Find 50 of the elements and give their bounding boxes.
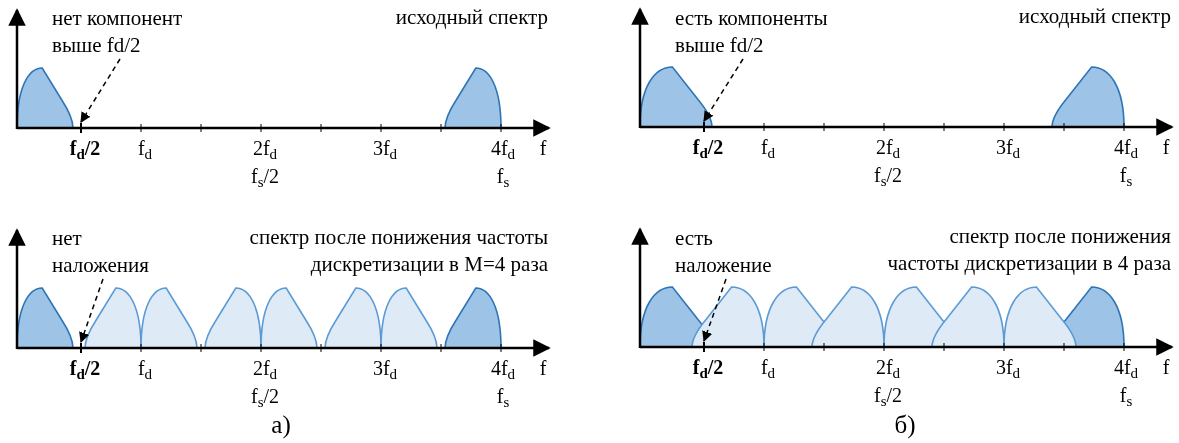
annotation-text: есть наложение [675, 225, 785, 279]
tick-label: 2f$_{d}$ [252, 356, 278, 383]
spectrum-caption: спектр после понижения частоты дискретизации в 4 раза [886, 223, 1171, 277]
leader-line [703, 58, 744, 122]
axis-label: f [539, 356, 547, 381]
tick-label: 4f$_{d}$ [1113, 135, 1139, 162]
tick-label: f$_{d}$/2 [69, 136, 101, 163]
spectrum-caption: спектр после понижения частоты дискретизации в М=4 раза [248, 224, 548, 278]
tick-label: f$_{s}$ [1119, 163, 1133, 190]
tick-label: f$_{s}$/2 [873, 383, 903, 410]
tick-label: 3f$_{d}$ [995, 135, 1021, 162]
tick-label: f$_{d}$ [760, 355, 776, 382]
tick-label: f$_{d}$ [137, 136, 153, 163]
tick-label: f$_{s}$ [496, 164, 510, 191]
annotation-text: нет наложения [52, 225, 162, 279]
panel-letter: б) [894, 410, 916, 441]
tick-label: f$_{s}$/2 [250, 164, 280, 191]
axis-label: f [539, 136, 547, 161]
tick-label: f$_{d}$/2 [69, 356, 101, 383]
axis-label: f [1162, 355, 1170, 380]
leader-line [702, 278, 727, 342]
tick-label: f$_{s}$ [496, 384, 510, 411]
axis-label: f [1162, 135, 1170, 160]
leader-line [79, 278, 104, 343]
tick-mark [80, 343, 82, 353]
tick-label: 2f$_{d}$ [875, 355, 901, 382]
tick-mark [703, 342, 705, 352]
tick-label: 4f$_{d}$ [1113, 355, 1139, 382]
tick-label: f$_{d}$ [137, 356, 153, 383]
annotation-text: есть компоненты выше fd/2 [675, 5, 845, 59]
tick-label: 2f$_{d}$ [875, 135, 901, 162]
tick-label: 4f$_{d}$ [490, 356, 516, 383]
tick-label: f$_{d}$ [760, 135, 776, 162]
tick-label: 3f$_{d}$ [995, 355, 1021, 382]
tick-label: f$_{d}$/2 [692, 355, 724, 382]
tick-label: f$_{s}$/2 [250, 384, 280, 411]
tick-label: f$_{d}$/2 [692, 135, 724, 162]
tick-label: 2f$_{d}$ [252, 136, 278, 163]
spectrum-caption: исходный спектр [1018, 3, 1171, 30]
leader-line [80, 58, 121, 123]
panel-letter: а) [271, 410, 291, 441]
tick-label: f$_{s}$ [1119, 383, 1133, 410]
tick-label: f$_{s}$/2 [873, 163, 903, 190]
tick-label: 3f$_{d}$ [372, 356, 398, 383]
spectrum-caption: исходный спектр [395, 4, 548, 31]
annotation-text: нет компонент выше fd/2 [52, 5, 202, 59]
tick-label: 3f$_{d}$ [372, 136, 398, 163]
tick-mark [703, 122, 705, 132]
tick-label: 4f$_{d}$ [490, 136, 516, 163]
tick-mark [80, 123, 82, 133]
